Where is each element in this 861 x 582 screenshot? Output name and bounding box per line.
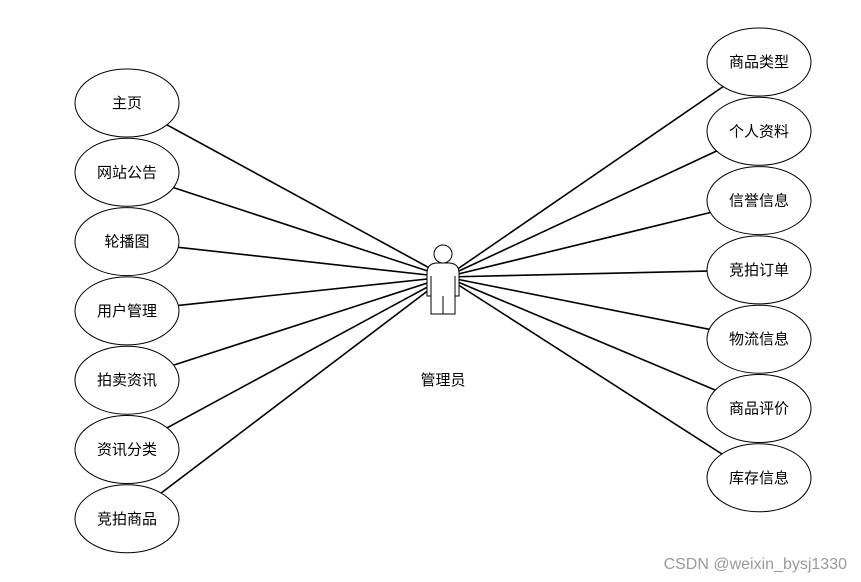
actor: 管理员 — [420, 244, 466, 389]
use-case-left-5: 资讯分类 — [74, 415, 180, 484]
use-case-ellipse — [74, 68, 180, 138]
use-case-label: 物流信息 — [729, 330, 789, 348]
association-line-left-5 — [166, 276, 447, 429]
association-line-left-0 — [166, 124, 447, 278]
use-case-label: 个人资料 — [729, 122, 789, 140]
use-case-left-4: 拍卖资讯 — [74, 345, 180, 415]
watermark: CSDN @weixin_bysj1330 — [663, 556, 847, 573]
actor-head — [433, 244, 453, 264]
use-case-label: 网站公告 — [97, 163, 157, 181]
use-case-right-6: 库存信息 — [706, 443, 812, 513]
use-case-ellipse — [706, 374, 812, 443]
association-line-left-4 — [173, 276, 447, 366]
association-line-right-4 — [445, 276, 710, 331]
association-line-right-2 — [445, 211, 711, 278]
use-case-label: 竞拍订单 — [729, 261, 789, 279]
association-line-right-1 — [445, 150, 717, 278]
actor-body-icon — [426, 262, 460, 315]
use-case-label: 资讯分类 — [97, 441, 157, 459]
use-case-left-6: 竞拍商品 — [74, 484, 180, 554]
use-case-label: 商品类型 — [729, 53, 789, 71]
use-case-ellipse — [706, 304, 812, 374]
use-case-ellipse — [74, 276, 180, 346]
use-case-ellipse — [706, 96, 812, 166]
use-case-ellipse — [706, 166, 812, 236]
association-line-left-1 — [173, 186, 447, 278]
use-case-left-0: 主页 — [74, 68, 180, 138]
association-line-right-6 — [445, 276, 723, 455]
use-case-left-3: 用户管理 — [74, 276, 180, 346]
association-lines — [160, 85, 724, 494]
association-line-right-0 — [445, 85, 724, 278]
use-case-label: 主页 — [112, 94, 142, 112]
use-case-ellipse — [706, 27, 812, 97]
use-case-label: 竞拍商品 — [97, 510, 157, 528]
use-case-right-5: 商品评价 — [706, 374, 812, 443]
association-line-right-3 — [445, 270, 708, 278]
use-case-ellipse — [706, 235, 812, 305]
use-case-ellipse — [74, 415, 180, 484]
use-case-right-4: 物流信息 — [706, 304, 812, 374]
use-case-label: 拍卖资讯 — [97, 371, 157, 389]
use-case-left-2: 轮播图 — [74, 207, 180, 277]
use-case-label: 商品评价 — [729, 400, 789, 418]
association-line-left-2 — [178, 246, 447, 278]
use-case-right-0: 商品类型 — [706, 27, 812, 97]
actor-label: 管理员 — [420, 371, 465, 389]
association-line-left-6 — [160, 276, 447, 494]
association-line-left-3 — [178, 276, 447, 307]
use-case-ellipse — [706, 443, 812, 513]
use-case-ellipse — [74, 137, 180, 207]
use-case-label: 用户管理 — [97, 302, 157, 320]
use-case-right-2: 信誉信息 — [706, 166, 812, 236]
use-case-label: 信誉信息 — [729, 192, 789, 210]
use-case-left-1: 网站公告 — [74, 137, 180, 207]
use-case-ellipse — [74, 484, 180, 554]
use-case-ellipse — [74, 207, 180, 277]
use-case-label: 轮播图 — [104, 233, 149, 251]
association-line-right-5 — [445, 276, 716, 391]
use-case-ellipse — [74, 345, 180, 415]
use-case-right-1: 个人资料 — [706, 96, 812, 166]
use-case-label: 库存信息 — [729, 469, 789, 487]
use-case-right-3: 竞拍订单 — [706, 235, 812, 305]
